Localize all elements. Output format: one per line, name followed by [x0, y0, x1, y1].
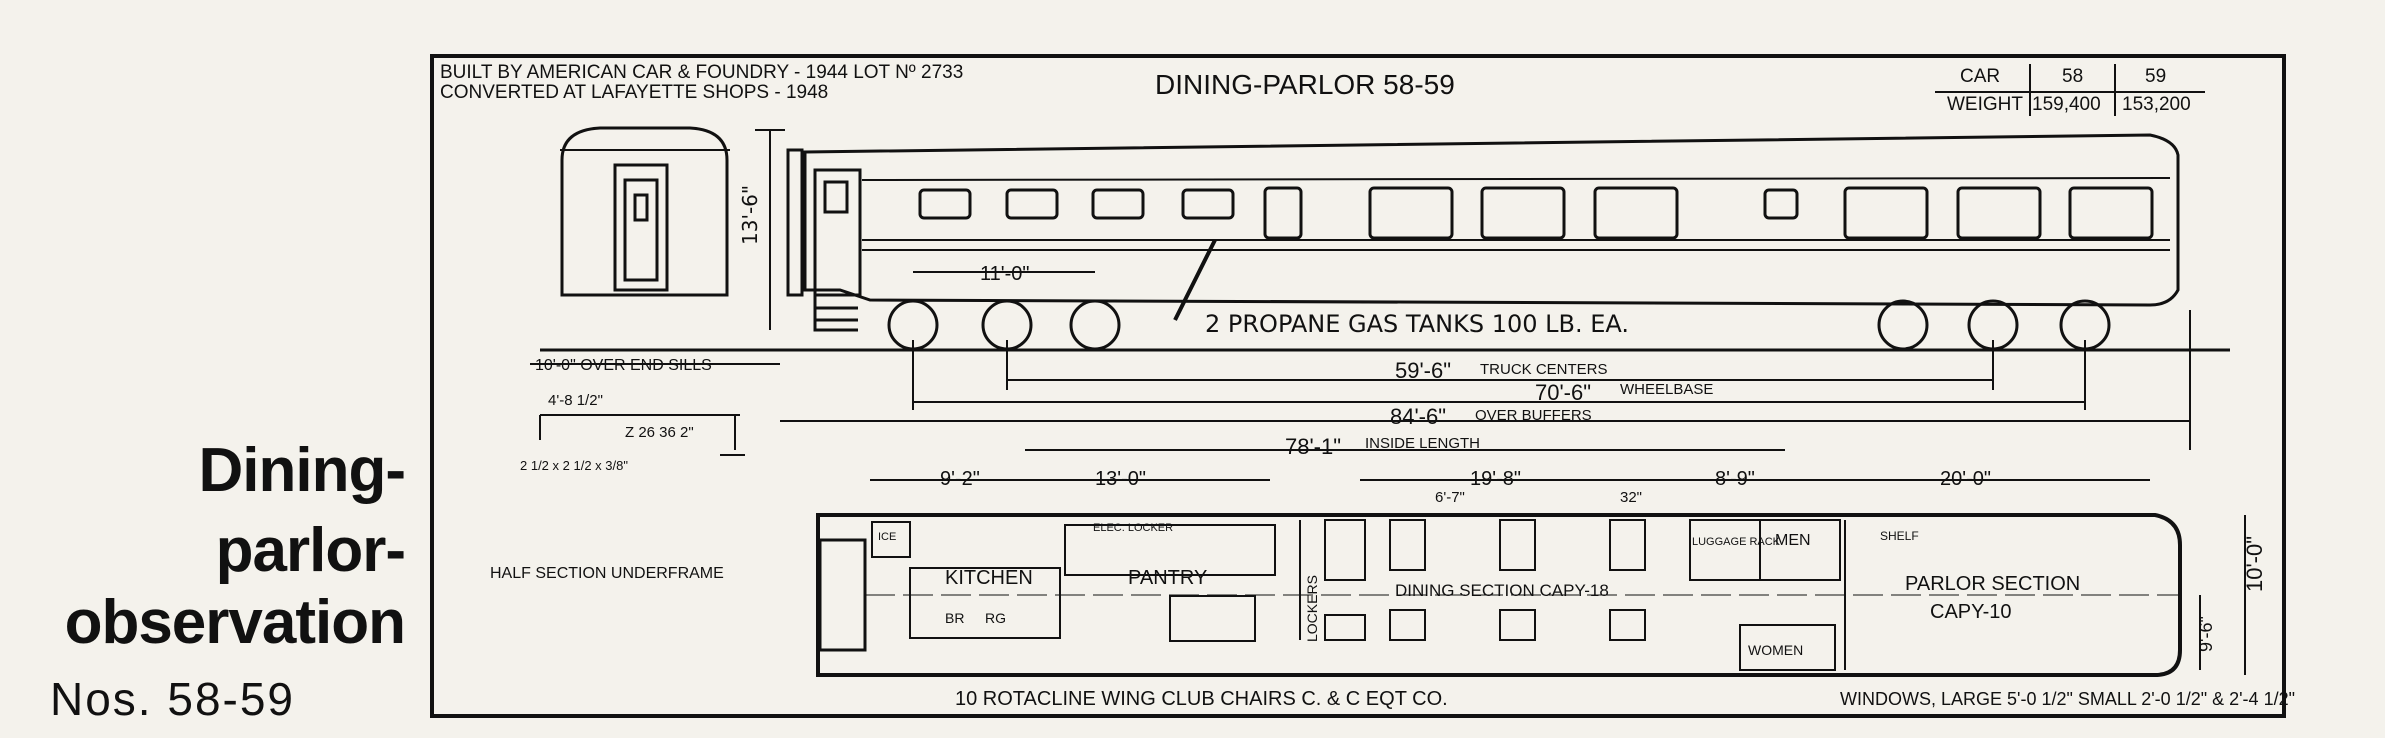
room-rg: RG [985, 610, 1006, 626]
plan-subdim-2: 32" [1620, 489, 1642, 506]
dimension-lines [530, 271, 2191, 451]
plan-subdim-1: 6'-7" [1435, 489, 1465, 506]
wheelbase-value: 70'-6" [1535, 380, 1591, 405]
weight-label: WEIGHT [1947, 94, 2023, 115]
plan-inner-width: 9'-6" [2196, 616, 2216, 652]
room-luggage: LUGGAGE RACK [1692, 536, 1781, 548]
drawing-title: DINING-PARLOR 58-59 [1155, 69, 1455, 100]
underframe-section [539, 414, 745, 456]
room-parlor: PARLOR SECTION [1905, 573, 2080, 595]
plan-dim-lavatory: 8'-9" [1715, 468, 1755, 490]
room-elec-locker: ELEC. LOCKER [1093, 522, 1173, 534]
room-ice: ICE [878, 531, 896, 543]
footer-windows-note: WINDOWS, LARGE 5'-0 1/2" SMALL 2'-0 1/2"… [1840, 689, 2295, 709]
propane-leader [1173, 239, 1217, 321]
truck-wheels [540, 299, 2230, 352]
truck-centers-value: 59'-6" [1395, 358, 1451, 383]
plan-dim-dining: 19'-8" [1470, 468, 1521, 490]
car-59: 59 [2145, 66, 2166, 87]
plan-dim-parlor: 20'-0" [1940, 468, 1991, 490]
weight-59: 153,200 [2122, 94, 2191, 115]
car-numbers: Nos. 58-59 [50, 673, 296, 725]
room-lockers: LOCKERS [1304, 575, 1320, 642]
propane-note: 2 PROPANE GAS TANKS 100 LB. EA. [1205, 310, 1629, 338]
over-buffers-label: OVER BUFFERS [1475, 407, 1592, 424]
side-windows [918, 186, 2154, 240]
plan-dim-pantry: 13'-0" [1095, 468, 1146, 490]
plan-dimension-lines [870, 479, 2246, 675]
built-note: BUILT BY AMERICAN CAR & FOUNDRY - 1944 L… [440, 62, 963, 83]
floor-plan [816, 513, 2182, 677]
inside-length-value: 78'-1" [1285, 434, 1341, 459]
inside-length-label: INSIDE LENGTH [1365, 435, 1480, 452]
height-dimension [755, 129, 785, 330]
room-shelf: SHELF [1880, 529, 1919, 543]
plan-width: 10'-0" [2242, 536, 2267, 592]
room-parlor-capy: CAPY-10 [1930, 601, 2012, 623]
wheelbase-label: WHEELBASE [1620, 381, 1713, 398]
side-elevation [786, 133, 2180, 332]
over-end-sills-label: 10'-0" OVER END SILLS [535, 357, 712, 374]
heading-line-3: observation [64, 588, 406, 657]
height-label: 13'-6" [738, 185, 762, 245]
room-women: WOMEN [1748, 642, 1803, 658]
room-dining: DINING SECTION CAPY-18 [1395, 581, 1609, 600]
weight-58: 159,400 [2032, 94, 2101, 115]
plan-dim-kitchen: 9'-2" [940, 468, 980, 490]
heading-line-1: Dining- [198, 436, 406, 505]
weight-table-lines [1935, 64, 2205, 116]
room-men: MEN [1775, 532, 1811, 549]
underframe-dim-1: 4'-8 1/2" [548, 392, 603, 409]
truck-centers-label: TRUCK CENTERS [1480, 361, 1608, 378]
converted-note: CONVERTED AT LAFAYETTE SHOPS - 1948 [440, 82, 828, 103]
underframe-dim-2: Z 26 36 2" [625, 424, 694, 441]
underframe-label: HALF SECTION UNDERFRAME [490, 565, 724, 582]
car-58: 58 [2062, 66, 2083, 87]
end-view [560, 126, 730, 297]
room-kitchen: KITCHEN [945, 567, 1033, 589]
underframe-dim-3: 2 1/2 x 2 1/2 x 3/8" [520, 458, 628, 473]
room-pantry: PANTRY [1128, 567, 1207, 589]
window-spacing-label: 11'-0" [980, 263, 1029, 285]
car-label: CAR [1960, 66, 2000, 87]
footer-chairs-note: 10 ROTACLINE WING CLUB CHAIRS C. & C EQT… [955, 688, 1448, 710]
drawing-frame [430, 54, 2286, 718]
over-buffers-value: 84'-6" [1390, 404, 1446, 429]
room-br: BR [945, 610, 964, 626]
heading-line-2: parlor- [215, 516, 406, 585]
